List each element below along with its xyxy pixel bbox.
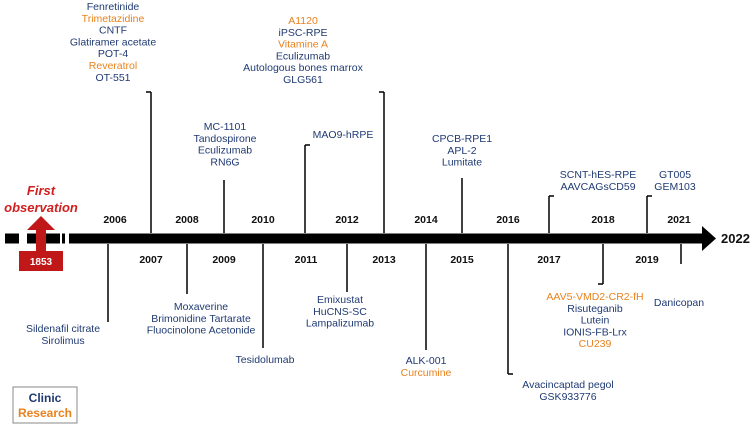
event-label: HuCNS-SC: [313, 306, 367, 318]
event-label: Tandospirone: [193, 133, 256, 145]
year-label-2013: 2013: [372, 254, 396, 266]
end-year-label: 2022: [721, 231, 750, 246]
event-label: GT005: [659, 169, 691, 181]
first-observation-line1: First: [27, 183, 56, 198]
event-group-2010: Tesidolumab: [236, 354, 295, 366]
event-label: CNTF: [99, 25, 127, 37]
event-label: Fenretinide: [87, 1, 140, 13]
year-label-2018: 2018: [591, 214, 615, 226]
year-labels: 2006 2008 2010 2012 2014 2016 2018 2021 2007 2009…: [103, 214, 691, 266]
year-label-2017: 2017: [537, 254, 561, 266]
event-label: Eculizumab: [198, 145, 252, 157]
year-label-2007: 2007: [139, 254, 163, 266]
legend-box: [12, 386, 78, 424]
year-label-2010: 2010: [251, 214, 275, 226]
first-observation-year: 1853: [30, 257, 53, 268]
event-label: Fluocinolone Acetonide: [147, 325, 256, 337]
event-label: Lutein: [581, 315, 610, 327]
legend-research: Research: [18, 406, 72, 420]
event-label: Lumitate: [442, 157, 482, 169]
event-label: Tesidolumab: [236, 354, 295, 366]
year-label-2019: 2019: [635, 254, 659, 266]
event-label: Eculizumab: [276, 50, 330, 62]
event-label: GEM103: [654, 181, 696, 193]
axis-notch: [19, 233, 27, 244]
event-label: Sildenafil citrate: [26, 323, 100, 335]
event-label: Danicopan: [654, 297, 704, 309]
event-label: CU239: [579, 338, 612, 350]
event-label: GSK933776: [539, 391, 596, 403]
year-label-2006: 2006: [103, 214, 127, 226]
up-arrow-icon: [27, 216, 55, 251]
event-group-2011: MAO9-hRPE: [313, 129, 374, 141]
event-group-2018: AAV5-VMD2-CR2-fHRisuteganibLuteinIONIS-F…: [546, 291, 643, 350]
event-label: Brimonidine Tartarate: [151, 313, 251, 325]
event-label: OT-551: [95, 72, 130, 84]
legend-clinic: Clinic: [29, 391, 62, 405]
event-stems: [107, 91, 682, 375]
event-label: Avacincaptad pegol: [522, 379, 613, 391]
event-label: RN6G: [210, 156, 239, 168]
event-label: Risuteganib: [567, 303, 623, 315]
event-label: MC-1101: [204, 121, 247, 133]
event-label: IONIS-FB-Lrx: [563, 326, 627, 338]
event-label: Autologous bones marrox: [243, 62, 363, 74]
year-label-2012: 2012: [335, 214, 359, 226]
first-observation-line2: observation: [4, 200, 78, 215]
event-label: Moxaverine: [174, 301, 228, 313]
event-label: A1120: [288, 15, 318, 27]
event-label: AAVCAGsCD59: [560, 181, 635, 193]
year-label-2014: 2014: [414, 214, 438, 226]
axis-arrowhead: [702, 226, 716, 251]
year-label-2016: 2016: [496, 214, 520, 226]
event-label: MAO9-hRPE: [313, 129, 374, 141]
year-label-2011: 2011: [295, 254, 318, 266]
axis-tick-small: [62, 233, 65, 244]
first-observation-badge: [19, 251, 63, 271]
year-label-2021: 2021: [667, 214, 691, 226]
event-label: GLG561: [283, 74, 323, 86]
event-label: Lampalizumab: [306, 318, 374, 330]
event-label: ALK-001: [406, 355, 447, 367]
axis-stub-left: [5, 233, 19, 244]
year-label-2015: 2015: [450, 254, 474, 266]
event-label: SCNT-hES-RPE: [560, 169, 636, 181]
event-label: Reveratrol: [89, 60, 137, 72]
event-label: APL-2: [447, 145, 476, 157]
event-label: CPCB-RPE1: [432, 133, 492, 145]
event-label: POT-4: [98, 48, 129, 60]
event-label: iPSC-RPE: [278, 27, 327, 39]
timeline-axis: [5, 226, 716, 251]
event-label: Curcumine: [401, 367, 452, 379]
event-label: Trimetazidine: [82, 13, 145, 25]
event-group-2021: Danicopan: [654, 297, 704, 309]
first-observation-marker: First observation 1853: [4, 183, 78, 271]
event-label: Emixustat: [317, 294, 363, 306]
year-label-2009: 2009: [212, 254, 236, 266]
event-label: Sirolimus: [41, 335, 84, 347]
year-label-2008: 2008: [175, 214, 199, 226]
legend: Clinic Research: [12, 386, 78, 424]
event-label: AAV5-VMD2-CR2-fH: [546, 291, 643, 303]
axis-bar: [69, 233, 704, 244]
event-label: Glatiramer acetate: [70, 36, 157, 48]
event-label: Vitamine A: [278, 39, 328, 51]
